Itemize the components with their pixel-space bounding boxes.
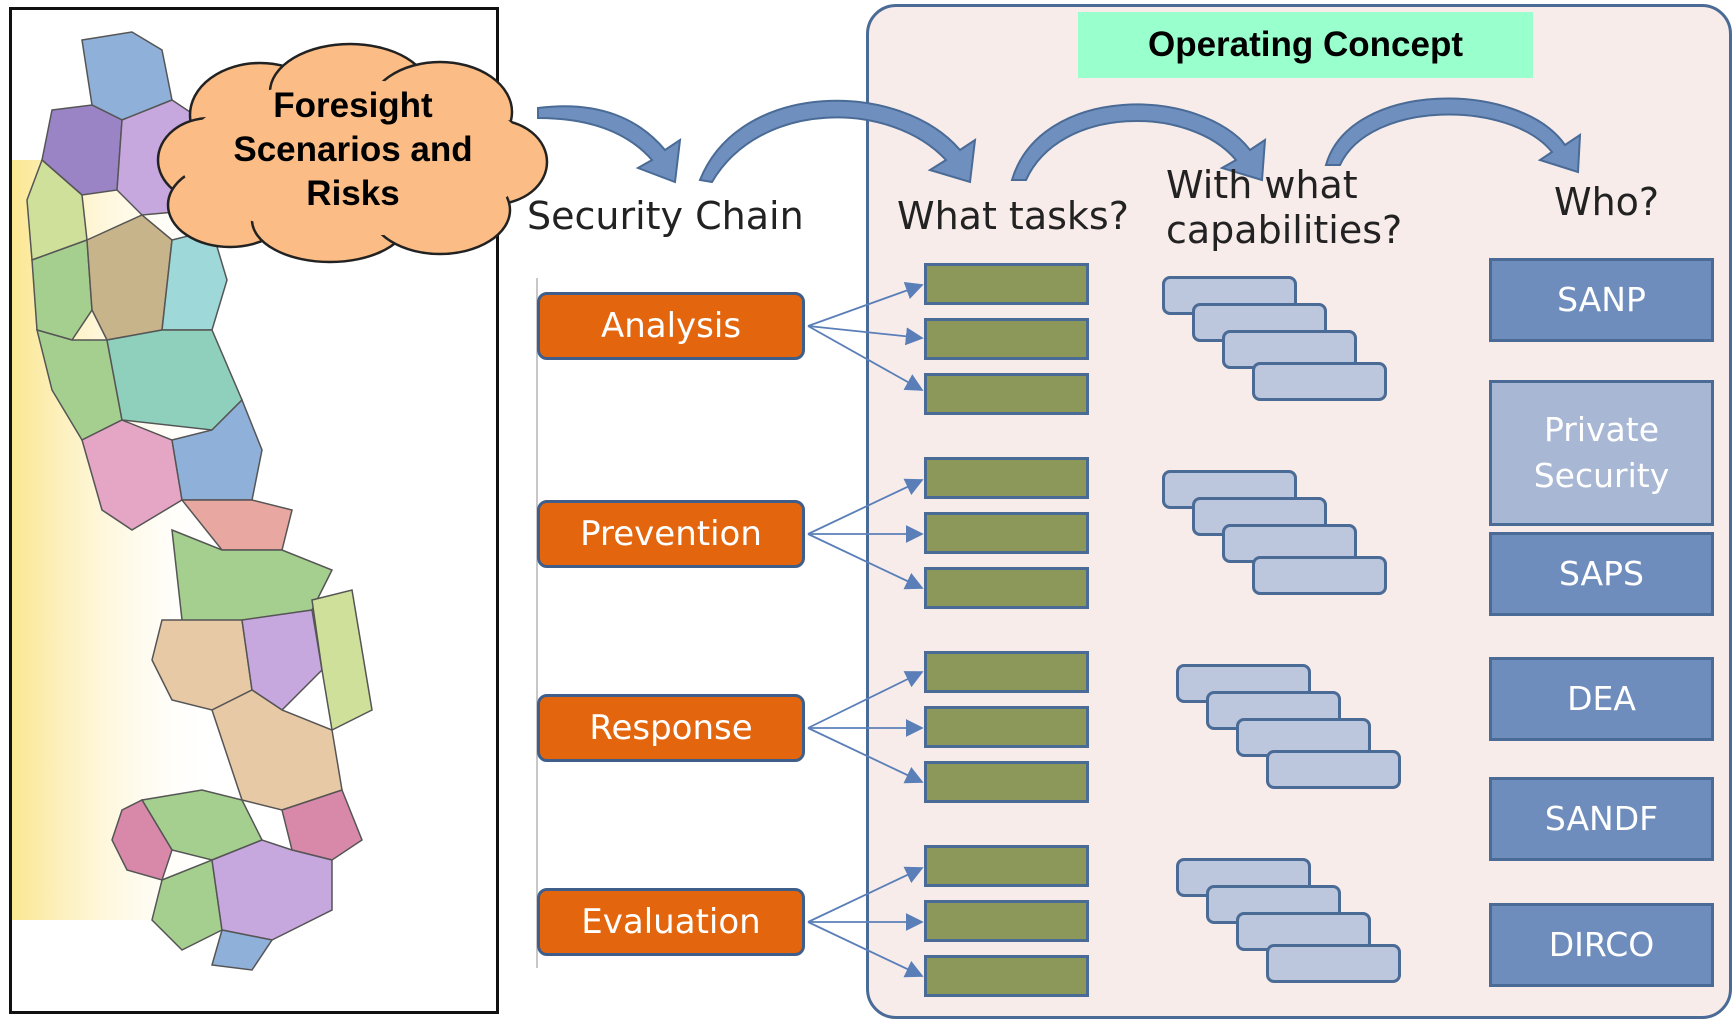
chain-response: Response — [537, 694, 805, 762]
map-region — [151, 858, 223, 951]
task-bar — [924, 318, 1089, 360]
who-private-line-2: Security — [1533, 456, 1670, 495]
arrow-capabilities-to-who — [1324, 97, 1582, 174]
map-region — [281, 789, 363, 861]
who-dirco-label: DIRCO — [1548, 924, 1655, 964]
heading-with-what-line-2: capabilities? — [1166, 207, 1403, 252]
arrow-foresight-to-chain — [537, 105, 682, 184]
capability-card — [1266, 750, 1401, 789]
map-region — [311, 589, 373, 732]
task-bar — [924, 457, 1089, 499]
who-private-security-label: Private Security — [1534, 407, 1670, 499]
heading-with-what-line-1: With what — [1166, 163, 1358, 207]
task-bar — [924, 706, 1089, 748]
map-region — [211, 689, 343, 811]
foresight-line-3: Risks — [306, 174, 400, 213]
chain-analysis: Analysis — [537, 292, 805, 360]
task-bar — [924, 651, 1089, 693]
map-region — [211, 929, 274, 971]
connector — [807, 325, 924, 346]
capability-card — [1252, 362, 1387, 401]
capability-card — [1252, 556, 1387, 595]
who-saps-label: SAPS — [1559, 553, 1644, 593]
task-bar — [924, 512, 1089, 554]
connector — [807, 282, 924, 327]
foresight-cloud — [156, 42, 549, 264]
map-region — [241, 609, 323, 711]
who-private-security: Private Security — [1489, 380, 1714, 526]
who-sandf: SANDF — [1489, 777, 1714, 861]
connector — [807, 478, 924, 535]
capability-card — [1192, 303, 1327, 342]
connector — [807, 671, 924, 729]
who-dea: DEA — [1489, 657, 1714, 741]
capability-card — [1266, 944, 1401, 983]
task-bar — [924, 900, 1089, 942]
task-bar — [924, 845, 1089, 887]
task-bar — [924, 263, 1089, 305]
task-bar — [924, 761, 1089, 803]
arrow-tasks-to-capabilities — [1010, 103, 1267, 182]
chain-prevention: Prevention — [537, 500, 805, 568]
foresight-label: Foresight Scenarios and Risks — [205, 84, 501, 216]
map-region — [31, 238, 93, 341]
province-map — [12, 31, 373, 971]
task-bar — [924, 567, 1089, 609]
task-bar — [924, 373, 1089, 415]
who-private-line-1: Private — [1543, 409, 1660, 449]
heading-security-chain: Security Chain — [527, 194, 804, 238]
heading-with-what-capabilities: With what capabilities? — [1166, 163, 1402, 253]
connector — [807, 866, 924, 923]
who-sandf-label: SANDF — [1544, 798, 1659, 838]
task-bar — [924, 955, 1089, 997]
who-sanp-label: SANP — [1557, 279, 1646, 319]
connector — [807, 921, 924, 978]
foresight-line-2: Scenarios and — [233, 130, 473, 169]
operating-concept-title: Operating Concept — [1078, 12, 1533, 78]
who-sanp: SANP — [1489, 258, 1714, 342]
map-region — [180, 499, 293, 551]
security-chain-line — [536, 278, 538, 968]
arrow-chain-to-tasks — [698, 99, 977, 184]
who-saps: SAPS — [1489, 532, 1714, 616]
connector — [807, 325, 924, 391]
foresight-line-1: Foresight — [273, 86, 433, 125]
heading-what-tasks: What tasks? — [897, 194, 1129, 238]
who-dirco: DIRCO — [1489, 903, 1714, 987]
connector — [807, 533, 924, 590]
chain-evaluation: Evaluation — [537, 888, 805, 956]
heading-who: Who? — [1554, 180, 1660, 224]
who-dea-label: DEA — [1567, 678, 1636, 718]
connector — [807, 727, 924, 784]
